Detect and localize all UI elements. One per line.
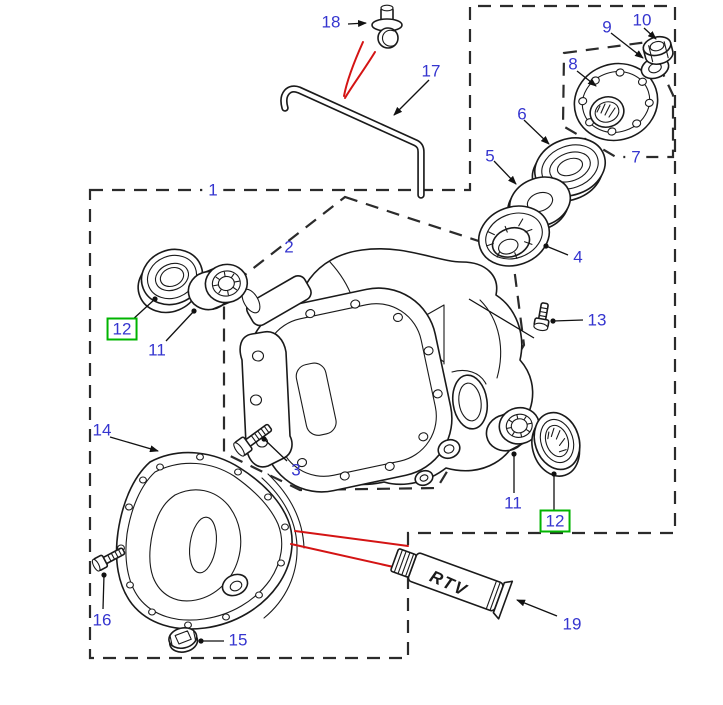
callout-18[interactable]: 18 (321, 12, 341, 32)
cover-14-art (115, 451, 305, 630)
breather-clip-18-art (371, 4, 403, 49)
red-rtv-lines (290, 530, 409, 571)
group-differential-housing-art (239, 248, 534, 493)
rtv-tube-19-art: RTV (390, 548, 514, 620)
bolt-16-art (91, 547, 126, 572)
callout-10[interactable]: 10 (632, 10, 652, 30)
callout-11-left[interactable]: 11 (148, 340, 166, 360)
callout-5[interactable]: 5 (485, 146, 495, 166)
callout-16[interactable]: 16 (92, 610, 112, 630)
boundary-box-2 (222, 195, 526, 492)
bearing-11-left-art (187, 263, 249, 311)
callout-1[interactable]: 1 (202, 180, 224, 200)
boundary-box-7 (561, 40, 675, 159)
plug-15-art (168, 627, 199, 653)
callout-13[interactable]: 13 (587, 310, 607, 330)
callout-6[interactable]: 6 (517, 104, 527, 124)
bolt-13-art (533, 302, 550, 332)
group-drive-flange-art (573, 35, 674, 142)
callout-12-right[interactable]: 12 (539, 509, 571, 533)
callout-8[interactable]: 8 (568, 54, 578, 74)
bearing-11-right-art (485, 406, 540, 452)
group-leader-lines (101, 19, 657, 644)
callout-19[interactable]: 19 (562, 614, 582, 634)
breather-pipe-17-art (280, 85, 425, 199)
callout-11-right[interactable]: 11 (504, 493, 522, 513)
red-clip-position-lines (343, 41, 376, 99)
callout-14[interactable]: 14 (92, 420, 112, 440)
seal-12-left-art (137, 248, 204, 314)
callout-4[interactable]: 4 (573, 247, 583, 267)
callout-17[interactable]: 17 (421, 61, 441, 81)
callout-3[interactable]: 3 (291, 460, 301, 480)
boundary-box-1 (88, 4, 677, 660)
group-boundary-boxes (88, 4, 677, 660)
bolt-3-art (233, 423, 273, 457)
seal-12-right-art (531, 411, 581, 477)
callout-7[interactable]: 7 (625, 147, 647, 167)
bearing-4-art (477, 205, 551, 267)
callout-15[interactable]: 15 (228, 630, 248, 650)
nut-10-art (642, 35, 674, 66)
callout-9[interactable]: 9 (602, 17, 612, 37)
callout-2[interactable]: 2 (284, 237, 294, 257)
callout-12-left[interactable]: 12 (106, 317, 138, 341)
